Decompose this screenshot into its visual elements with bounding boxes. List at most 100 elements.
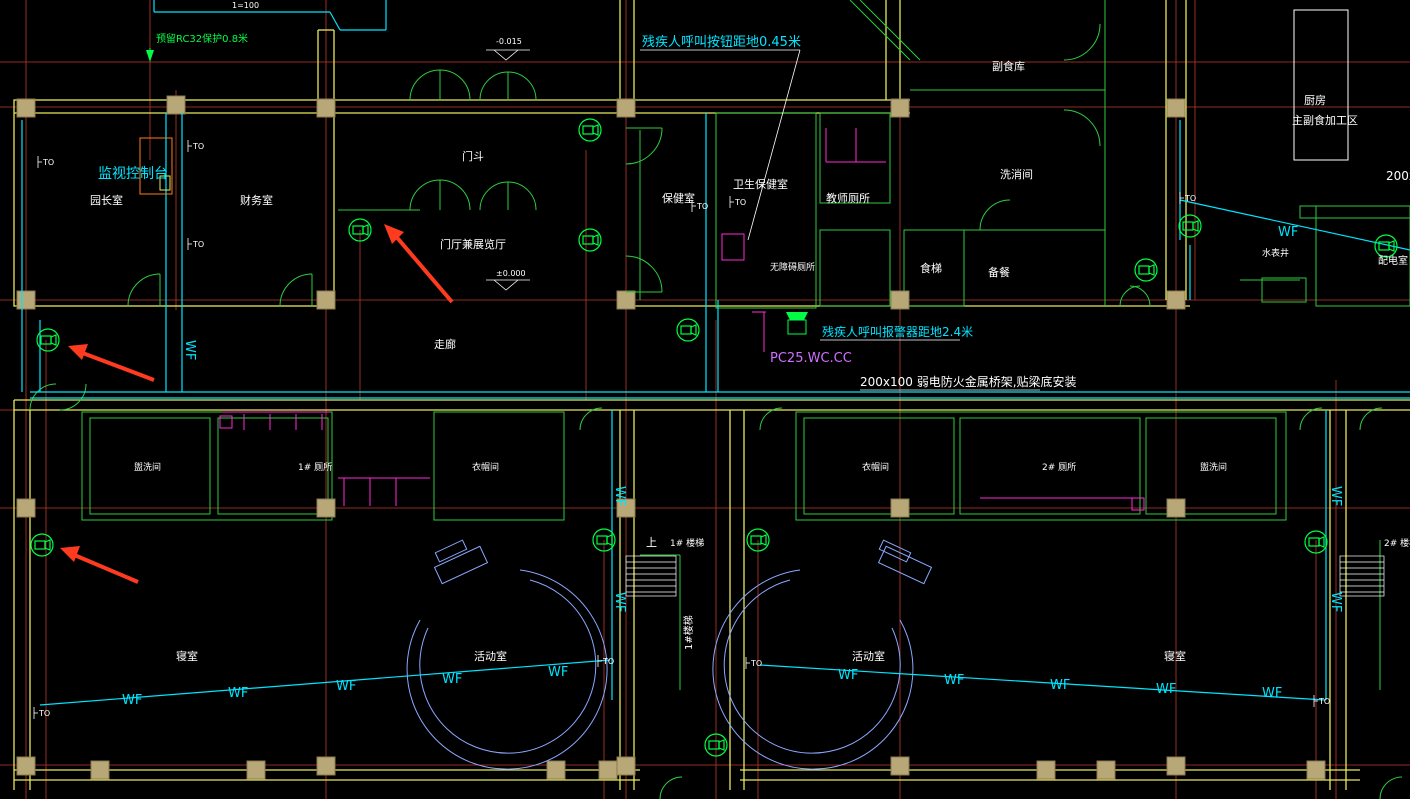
column [1096, 760, 1116, 780]
camera-icon [30, 533, 54, 557]
room-kitchen-process: 主副食加工区 [1292, 113, 1358, 127]
to-socket-icon: TO [691, 200, 708, 212]
to-label: TO [192, 142, 204, 151]
to-label: TO [750, 659, 762, 668]
column [890, 756, 910, 776]
room-washroom: 洗消间 [1000, 167, 1033, 181]
column [1166, 98, 1186, 118]
note-call-alarm: 残疾人呼叫报警器距地2.4米 [822, 324, 973, 339]
column [1306, 760, 1326, 780]
column [1036, 760, 1056, 780]
note-pc-conduit: PC25.WC.CC [770, 351, 852, 366]
monitor-desk [139, 137, 173, 195]
sanitary-fixtures [219, 128, 1145, 511]
room-corridor: 走廊 [434, 337, 456, 351]
annotation-arrow-3 [60, 546, 139, 584]
room-bedroom-right: 寝室 [1164, 649, 1186, 663]
column [616, 290, 636, 310]
camera-icon [1374, 234, 1398, 258]
note-cable-tray: 200x100 弱电防火金属桥架,贴梁底安装 [860, 374, 1077, 389]
room-food-store: 副食库 [992, 59, 1025, 73]
column [16, 290, 36, 310]
room-labels: 园长室 财务室 监视控制台 门斗 门厅兼展览厅 走廊 保健室 卫生保健室 无障碍… [90, 59, 1410, 663]
column [890, 98, 910, 118]
to-label: TO [38, 709, 50, 718]
column [316, 290, 336, 310]
wf-label: WF [612, 486, 627, 506]
note-right-tray: 200x1 [1386, 169, 1410, 183]
to-socket-icon: TO [729, 196, 746, 208]
wf-label: WF [228, 686, 248, 701]
wf-label: WF [122, 693, 142, 708]
to-socket-icon: TO [1313, 695, 1330, 707]
room-toilet-left: 1# 厕所 [298, 462, 332, 473]
wf-label: WF [1278, 225, 1298, 240]
column [546, 760, 566, 780]
to-socket-icon: TO [37, 156, 54, 168]
column [890, 290, 910, 310]
column [316, 98, 336, 118]
column [616, 756, 636, 776]
to-socket-icon: TO [33, 707, 50, 719]
to-socket-icon: TO [1179, 192, 1196, 204]
note-elev-2: ±0.000 [496, 269, 526, 278]
room-sanitary: 卫生保健室 [733, 177, 788, 191]
room-kitchen: 厨房 [1304, 94, 1326, 107]
wf-label: WF [1328, 592, 1343, 612]
annotation-arrows [60, 224, 454, 584]
room-finance: 财务室 [240, 193, 273, 207]
column [316, 498, 336, 518]
column [246, 760, 266, 780]
stairs [625, 555, 1385, 597]
camera-icon [1134, 258, 1158, 282]
wf-label: WF [612, 592, 627, 612]
room-wash-left: 盥洗间 [134, 461, 161, 473]
room-water-well: 水表井 [1262, 247, 1289, 259]
camera-icon [578, 228, 602, 252]
room-monitor: 监视控制台 [98, 166, 168, 182]
room-stair-1: 1# 楼梯 [670, 537, 704, 549]
stair-up-label: 上 [646, 536, 657, 549]
to-label: TO [42, 158, 54, 167]
column [1166, 290, 1186, 310]
room-lobby: 门厅兼展览厅 [440, 237, 506, 251]
annotation-arrow-1 [384, 224, 454, 304]
structural-columns [16, 95, 1326, 780]
wf-label: WF [838, 668, 858, 683]
room-staff-wc: 教师厕所 [826, 192, 870, 205]
pipe-arrow [146, 48, 154, 62]
kitchen-frame [1293, 9, 1349, 161]
cable-tray [21, 0, 1410, 706]
room-cloak-left: 衣帽间 [472, 461, 499, 473]
room-activity-left: 活动室 [474, 649, 507, 663]
column [90, 760, 110, 780]
column [598, 760, 618, 780]
room-food-lift: 食梯 [920, 261, 942, 275]
column [16, 756, 36, 776]
wf-label: WF [944, 673, 964, 688]
to-socket-icon: TO [187, 140, 204, 152]
note-elev-1: -0.015 [496, 37, 522, 46]
note-leaders [486, 49, 1040, 391]
room-right-panel: 配电室 [1378, 254, 1408, 267]
activity-seating [406, 539, 933, 770]
column [16, 98, 36, 118]
wf-label: WF [1328, 486, 1343, 506]
camera-icon [592, 528, 616, 552]
wf-label: WF [182, 340, 197, 360]
camera-icon [704, 733, 728, 757]
room-director: 园长室 [90, 193, 123, 207]
to-socket-icon: TO [597, 655, 614, 667]
room-prep: 备餐 [988, 265, 1010, 279]
camera-icon [676, 318, 700, 342]
room-vestibule: 门斗 [462, 149, 484, 163]
to-label: TO [602, 657, 614, 666]
wf-label: WF [1050, 678, 1070, 693]
room-cloak-right: 衣帽间 [862, 461, 889, 473]
room-bedroom-left: 寝室 [176, 649, 198, 663]
annotation-arrow-2 [68, 344, 155, 382]
to-label: TO [1184, 194, 1196, 203]
camera-icon [1304, 530, 1328, 554]
